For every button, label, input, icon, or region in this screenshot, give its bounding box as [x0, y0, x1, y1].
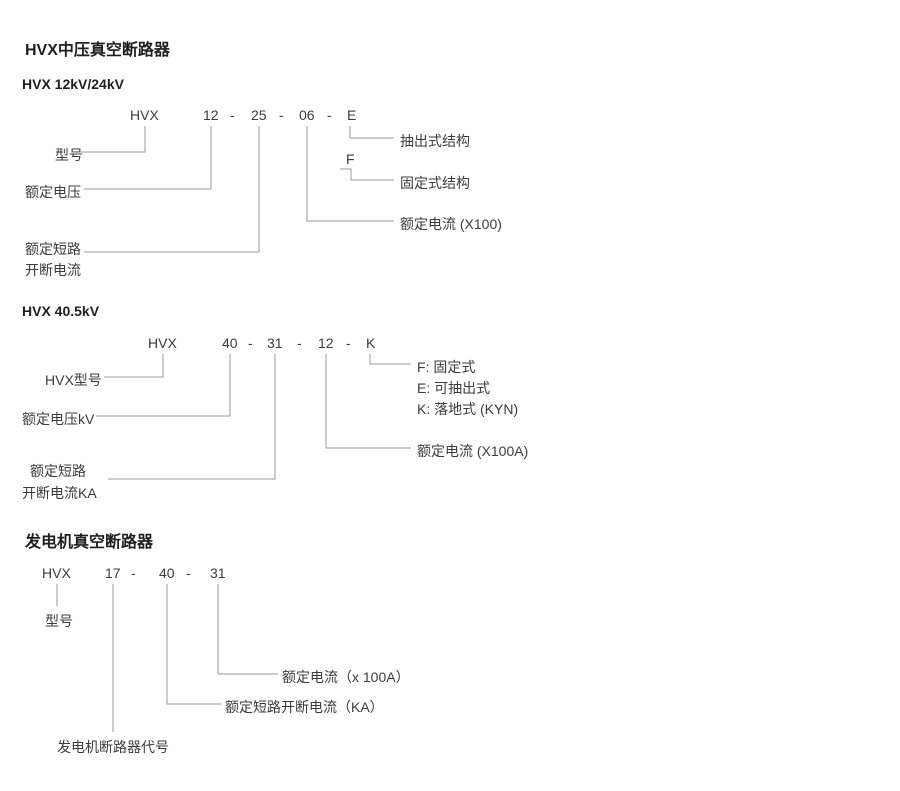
d1-code-dash-2: - [279, 107, 284, 123]
d2-code-dash-3: - [346, 335, 351, 351]
d1-code-voltage: 12 [203, 107, 219, 123]
connector-d3-short-circuit [166, 584, 221, 705]
d1-code-model: HVX [130, 107, 159, 123]
d1-code-breaking: 25 [251, 107, 267, 123]
section-title-hvx-mv: HVX中压真空断路器 [25, 42, 170, 59]
connector-d2-voltage [96, 354, 231, 417]
d3-label-short-circuit: 额定短路开断电流（KA） [225, 699, 384, 715]
d2-code-voltage: 40 [222, 335, 238, 351]
d3-code-dash-1: - [131, 565, 136, 581]
d1-label-model: 型号 [55, 147, 83, 163]
subheading-hvx-12-24: HVX 12kV/24kV [22, 76, 124, 92]
d1-label-current: 额定电流 (X100) [400, 216, 502, 232]
connector-d1-current [306, 126, 394, 222]
d1-code-structure: E [347, 107, 357, 123]
d3-label-generator-code: 发电机断路器代号 [57, 739, 169, 755]
d2-label-structure-k: K: 落地式 (KYN) [417, 401, 519, 417]
d2-label-voltage: 额定电压kV [22, 411, 95, 427]
d2-code-breaking: 31 [267, 335, 283, 351]
d1-label-drawout: 抽出式结构 [400, 133, 470, 149]
connector-d2-current [325, 354, 411, 449]
d3-label-model: 型号 [45, 613, 73, 629]
d2-code-dash-2: - [297, 335, 302, 351]
d3-label-current: 额定电流（x 100A） [282, 669, 410, 685]
connector-d3-current [217, 584, 278, 675]
d2-code-current: 12 [318, 335, 334, 351]
d3-code-breaking: 40 [159, 565, 175, 581]
connector-d1-drawout [349, 126, 394, 139]
d3-code-number: 17 [105, 565, 121, 581]
connector-d1-fixed [340, 168, 394, 181]
connector-d2-short-circuit [108, 354, 276, 480]
connector-d1-short-circuit [84, 126, 260, 253]
connector-d1-model [81, 126, 146, 153]
d2-label-current: 额定电流 (X100A) [417, 443, 529, 459]
d1-code-dash-1: - [230, 107, 235, 123]
section-title-generator: 发电机真空断路器 [25, 534, 154, 551]
d2-label-short-circuit-1: 额定短路 [30, 463, 86, 479]
d2-label-short-circuit-2: 开断电流KA [22, 485, 97, 501]
d3-code-model: HVX [42, 565, 71, 581]
d3-code-dash-2: - [186, 565, 191, 581]
d2-label-model: HVX型号 [45, 372, 102, 388]
d2-code-dash-1: - [248, 335, 253, 351]
d2-code-model: HVX [148, 335, 177, 351]
connector-d2-model [104, 354, 164, 378]
d1-label-f-code: F [346, 151, 355, 167]
d3-code-current: 31 [210, 565, 226, 581]
d1-label-fixed: 固定式结构 [400, 175, 470, 191]
d2-code-structure: K [366, 335, 376, 351]
d1-label-short-circuit-2: 开断电流 [25, 262, 81, 278]
d1-label-short-circuit-1: 额定短路 [25, 241, 81, 257]
d1-label-voltage: 额定电压 [25, 184, 81, 200]
d2-label-structure-e: E: 可抽出式 [417, 380, 491, 396]
d1-code-dash-3: - [327, 107, 332, 123]
connector-d2-structure [369, 354, 411, 365]
connector-d1-voltage [84, 126, 212, 190]
subheading-hvx-40-5: HVX 40.5kV [22, 303, 100, 319]
d2-label-structure-f: F: 固定式 [417, 359, 476, 375]
d1-code-current: 06 [299, 107, 315, 123]
